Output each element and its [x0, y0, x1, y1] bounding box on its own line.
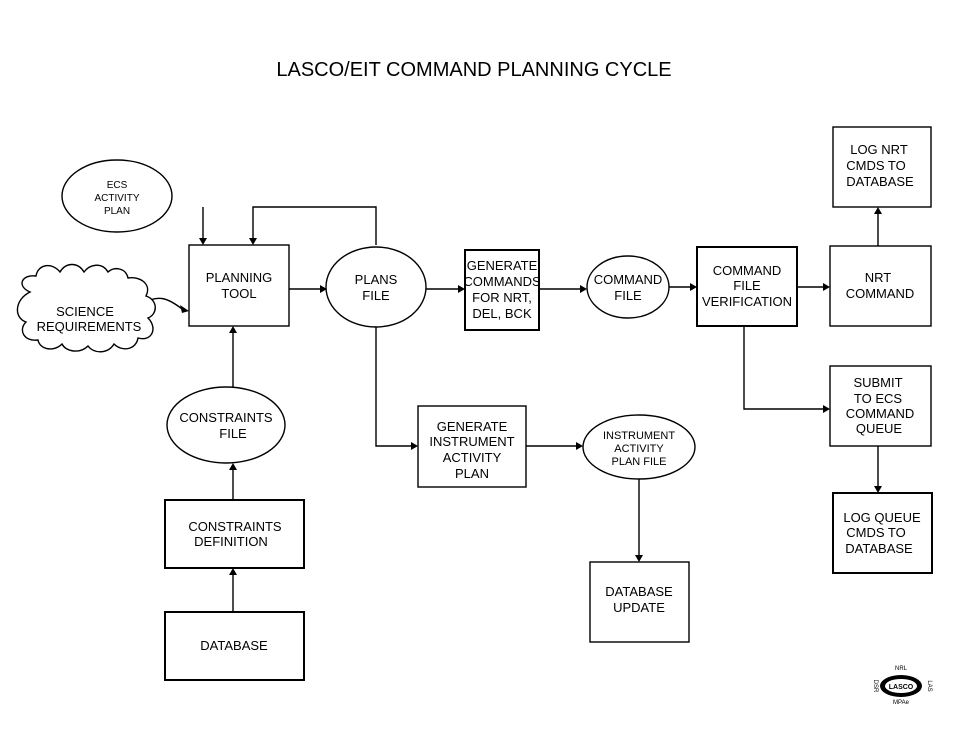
node-label: SUBMIT	[853, 375, 902, 390]
node-label: SCIENCE	[56, 304, 114, 319]
node-science-requirements: SCIENCE REQUIREMENTS	[16, 263, 156, 353]
node-label: CONSTRAINTS	[188, 519, 282, 534]
node-label: ACTIVITY	[443, 450, 502, 465]
node-plans-file: PLANS FILE	[325, 246, 427, 328]
node-label: NRT	[865, 270, 892, 285]
node-ecs-activity-plan: ECS ACTIVITY PLAN	[61, 159, 173, 233]
node-label: DATABASE	[200, 638, 268, 653]
edge-plans-file-loop	[252, 206, 377, 245]
connectors	[141, 206, 882, 612]
node-label: VERIFICATION	[702, 294, 792, 309]
node-label: COMMAND	[846, 406, 915, 421]
logo-left-text: DSR	[872, 680, 878, 693]
node-label: TO ECS	[854, 391, 902, 406]
node-label: FILE	[219, 426, 247, 441]
node-label: COMMAND	[846, 286, 915, 301]
node-label: ACTIVITY	[614, 443, 664, 455]
node-label: DEL, BCK	[472, 306, 532, 321]
node-label: PLANS	[355, 272, 398, 287]
node-label: ACTIVITY	[94, 193, 139, 204]
edge-plans-file-to-instrument-plan	[375, 326, 411, 447]
node-label: COMMAND	[594, 272, 663, 287]
node-command-file-verification: COMMAND FILE VERIFICATION	[696, 246, 798, 327]
diagram-title: LASCO/EIT COMMAND PLANNING CYCLE	[276, 59, 671, 81]
node-label: PLANNING	[206, 270, 272, 285]
logo-top-text: NRL	[895, 666, 908, 672]
logo-right-text: LAS	[926, 680, 932, 691]
node-label: FOR NRT,	[472, 290, 532, 305]
node-label: DATABASE	[605, 584, 673, 599]
node-label: DEFINITION	[194, 534, 268, 549]
node-label: LOG QUEUE	[843, 510, 921, 525]
node-generate-instrument-activity-plan: GENERATE INSTRUMENT ACTIVITY PLAN	[417, 405, 527, 488]
node-label: INSTRUMENT	[603, 430, 675, 442]
node-database: DATABASE	[164, 611, 305, 681]
node-instrument-activity-plan-file: INSTRUMENT ACTIVITY PLAN FILE	[582, 414, 696, 480]
node-database-update: DATABASE UPDATE	[589, 561, 690, 643]
node-planning-tool: PLANNING TOOL	[188, 244, 290, 327]
node-label: TOOL	[221, 286, 256, 301]
logo-bottom-text: MPAe	[893, 700, 910, 706]
node-label: DATABASE	[845, 541, 913, 556]
node-label: ECS	[107, 180, 128, 191]
node-label: PLAN FILE	[611, 456, 666, 468]
edge-verification-to-submit	[743, 326, 823, 410]
node-label: UPDATE	[613, 600, 665, 615]
node-label: FILE	[614, 288, 642, 303]
lasco-logo: LASCO NRL MPAe DSR LAS	[872, 666, 932, 706]
node-label: FILE	[733, 278, 761, 293]
node-label: CMDS TO	[846, 158, 905, 173]
node-nrt-command: NRT COMMAND	[829, 245, 932, 327]
logo-center-text: LASCO	[889, 684, 914, 691]
node-constraints-file: CONSTRAINTS FILE	[166, 386, 286, 464]
node-submit-to-ecs: SUBMIT TO ECS COMMAND QUEUE	[829, 365, 932, 447]
node-constraints-definition: CONSTRAINTS DEFINITION	[164, 499, 305, 569]
node-label: INSTRUMENT	[429, 434, 514, 449]
node-label: LOG NRT	[850, 142, 908, 157]
node-label: REQUIREMENTS	[37, 319, 142, 334]
node-log-nrt-cmds: LOG NRT CMDS TO DATABASE	[832, 126, 932, 208]
node-label: COMMANDS	[463, 274, 541, 289]
node-label: DATABASE	[846, 174, 914, 189]
node-label: GENERATE	[437, 419, 508, 434]
node-label: COMMAND	[713, 263, 782, 278]
node-label: QUEUE	[856, 421, 903, 436]
node-label: FILE	[362, 288, 390, 303]
node-command-file: COMMAND FILE	[586, 255, 670, 319]
node-label: CMDS TO	[846, 525, 905, 540]
node-label: PLAN	[455, 466, 489, 481]
node-log-queue-cmds: LOG QUEUE CMDS TO DATABASE	[832, 492, 933, 574]
node-label: CONSTRAINTS	[179, 410, 273, 425]
node-label: PLAN	[104, 206, 130, 217]
node-generate-commands: GENERATE COMMANDS FOR NRT, DEL, BCK	[463, 249, 541, 331]
node-label: GENERATE	[467, 258, 538, 273]
